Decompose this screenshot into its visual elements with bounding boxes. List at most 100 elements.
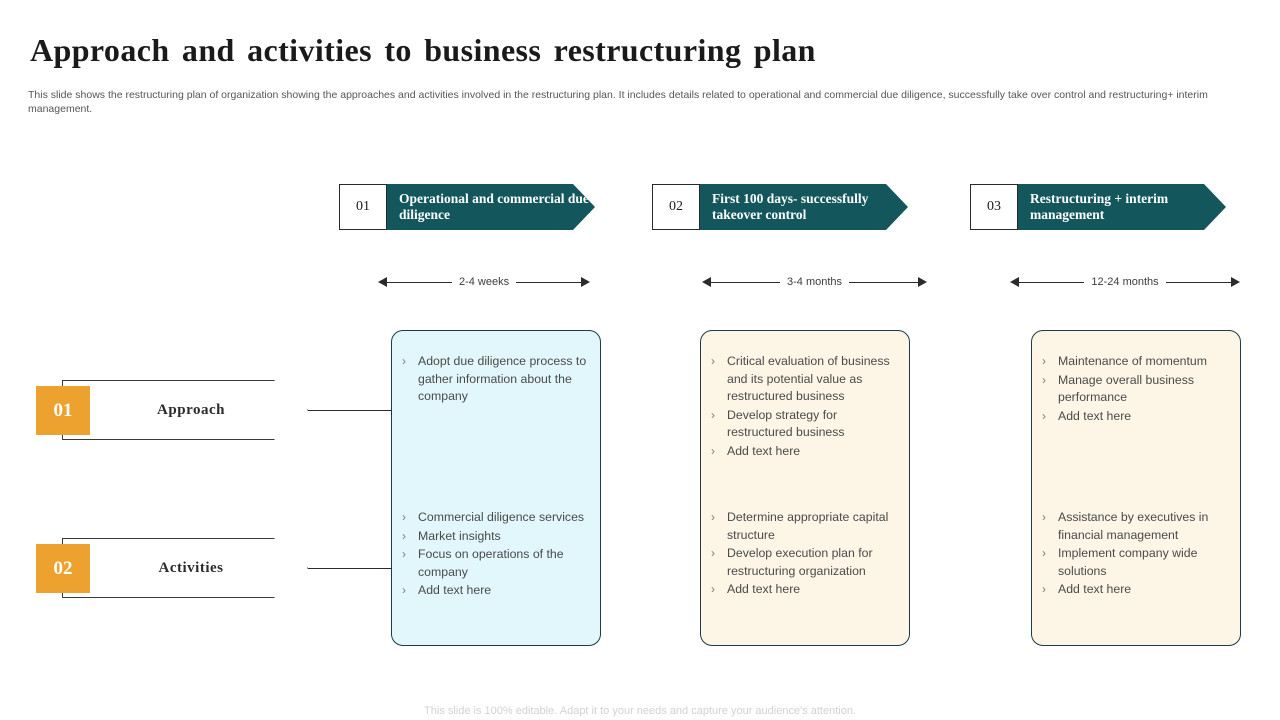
chevron-right-icon: › bbox=[1042, 408, 1046, 423]
list-item-label: Add text here bbox=[1058, 408, 1132, 423]
list-item: › Add text here bbox=[402, 582, 590, 600]
duration-line bbox=[387, 281, 452, 283]
list-item-label: Develop strategy for restructured busine… bbox=[727, 407, 845, 440]
duration-line bbox=[516, 281, 582, 283]
list-item-label: Adopt due diligence process to gather in… bbox=[418, 354, 587, 403]
list-item: › Develop strategy for restructured busi… bbox=[711, 407, 899, 442]
duration-line bbox=[1165, 281, 1232, 283]
chevron-right-icon: › bbox=[711, 443, 715, 458]
chevron-right-icon: › bbox=[402, 354, 406, 368]
list-item-label: Market insights bbox=[418, 528, 501, 543]
footer-note: This slide is 100% editable. Adapt it to… bbox=[424, 705, 856, 717]
slide-description: This slide shows the restructuring plan … bbox=[28, 89, 1208, 115]
list-item-label: Implement company wide solutions bbox=[1058, 546, 1198, 578]
duration-label: 3-4 months bbox=[786, 276, 843, 288]
list-item-label: Add text here bbox=[1058, 582, 1132, 596]
list-item: › Commercial diligence services bbox=[402, 509, 590, 527]
duration-indicator-01: 2-4 weeks bbox=[378, 272, 591, 292]
chevron-right-icon: › bbox=[402, 547, 406, 561]
list-item-label: Commercial diligence services bbox=[418, 510, 585, 524]
approach-list: › Adopt due diligence process to gather … bbox=[402, 353, 590, 406]
phase-number-badge: 03 bbox=[970, 184, 1018, 230]
arrow-left-icon bbox=[702, 277, 711, 287]
list-item-label: Critical evaluation of business and its … bbox=[727, 354, 890, 403]
list-item: › Assistance by executives in financial … bbox=[1042, 509, 1230, 544]
list-item: › Maintenance of momentum bbox=[1042, 353, 1230, 371]
chevron-right-icon: › bbox=[711, 354, 715, 368]
chevron-right-icon: › bbox=[711, 407, 715, 422]
activities-list: › Assistance by executives in financial … bbox=[1042, 509, 1230, 600]
list-item: › Determine appropriate capital structur… bbox=[711, 509, 899, 544]
list-item-label: Add text here bbox=[727, 443, 801, 458]
duration-line bbox=[1019, 281, 1085, 283]
list-item-label: Determine appropriate capital structure bbox=[727, 510, 889, 542]
arrow-left-icon bbox=[378, 277, 387, 287]
list-item: › Implement company wide solutions bbox=[1042, 545, 1230, 580]
connector-line-activities bbox=[308, 568, 392, 569]
row-label-approach[interactable]: Approach 01 bbox=[36, 380, 308, 440]
duration-label: 2-4 weeks bbox=[458, 276, 510, 288]
list-item-label: Assistance by executives in financial ma… bbox=[1058, 510, 1209, 542]
phase-title: First 100 days- successfully takeover co… bbox=[698, 184, 908, 230]
list-item: › Market insights bbox=[402, 528, 590, 546]
chevron-right-icon: › bbox=[1042, 510, 1046, 524]
content-panel-01: › Adopt due diligence process to gather … bbox=[391, 330, 601, 646]
phase-banner-03[interactable]: 03 Restructuring + interim management bbox=[970, 184, 1226, 230]
list-item-label: Develop execution plan for restructuring… bbox=[727, 546, 873, 578]
list-item: › Add text here bbox=[1042, 581, 1230, 599]
chevron-right-icon: › bbox=[1042, 354, 1046, 368]
list-item: › Develop execution plan for restructuri… bbox=[711, 545, 899, 580]
chevron-right-icon: › bbox=[402, 528, 406, 543]
approach-list: › Maintenance of momentum › Manage overa… bbox=[1042, 353, 1230, 425]
list-item: › Manage overall business performance bbox=[1042, 372, 1230, 407]
row-number-badge: 02 bbox=[36, 544, 90, 593]
duration-indicator-02: 3-4 months bbox=[702, 272, 927, 292]
duration-line bbox=[711, 281, 780, 283]
chevron-right-icon: › bbox=[1042, 546, 1046, 560]
arrow-right-icon bbox=[1231, 277, 1241, 287]
chevron-right-icon: › bbox=[402, 583, 406, 597]
row-label-shape: Approach bbox=[62, 380, 308, 440]
list-item-label: Focus on operations of the company bbox=[418, 547, 564, 579]
list-item-label: Manage overall business performance bbox=[1058, 372, 1195, 405]
activities-list: › Determine appropriate capital structur… bbox=[711, 509, 899, 600]
chevron-right-icon: › bbox=[1042, 372, 1046, 387]
phase-banner-01[interactable]: 01 Operational and commercial due dilige… bbox=[339, 184, 595, 230]
arrow-right-icon bbox=[918, 277, 927, 287]
chevron-right-icon: › bbox=[711, 582, 715, 596]
phase-title: Operational and commercial due diligence bbox=[385, 184, 595, 230]
row-label-text: Activities bbox=[158, 559, 224, 576]
arrow-right-icon bbox=[581, 277, 591, 287]
chevron-right-icon: › bbox=[711, 510, 715, 524]
content-panel-03: › Maintenance of momentum › Manage overa… bbox=[1031, 330, 1241, 646]
duration-label: 12-24 months bbox=[1091, 276, 1159, 288]
list-item: › Adopt due diligence process to gather … bbox=[402, 353, 590, 406]
content-panel-02: › Critical evaluation of business and it… bbox=[700, 330, 910, 646]
connector-line-approach bbox=[308, 410, 392, 411]
phase-number-badge: 02 bbox=[652, 184, 700, 230]
phase-title: Restructuring + interim management bbox=[1016, 184, 1226, 230]
list-item-label: Add text here bbox=[418, 583, 492, 597]
list-item-label: Add text here bbox=[727, 582, 801, 596]
phase-number-badge: 01 bbox=[339, 184, 387, 230]
duration-indicator-03: 12-24 months bbox=[1010, 272, 1241, 292]
row-label-text: Approach bbox=[157, 401, 225, 418]
row-label-activities[interactable]: Activities 02 bbox=[36, 538, 308, 598]
page-title: Approach and activities to business rest… bbox=[30, 32, 816, 68]
list-item: › Focus on operations of the company bbox=[402, 546, 590, 581]
chevron-right-icon: › bbox=[402, 510, 406, 524]
approach-list: › Critical evaluation of business and it… bbox=[711, 353, 899, 460]
list-item: › Add text here bbox=[711, 581, 899, 599]
chevron-right-icon: › bbox=[711, 546, 715, 560]
list-item: › Critical evaluation of business and it… bbox=[711, 353, 899, 406]
arrow-left-icon bbox=[1010, 277, 1019, 287]
list-item: › Add text here bbox=[711, 443, 899, 461]
row-label-shape: Activities bbox=[62, 538, 308, 598]
list-item-label: Maintenance of momentum bbox=[1058, 354, 1208, 368]
chevron-right-icon: › bbox=[1042, 582, 1046, 596]
phase-banner-02[interactable]: 02 First 100 days- successfully takeover… bbox=[652, 184, 908, 230]
row-number-badge: 01 bbox=[36, 386, 90, 435]
activities-list: › Commercial diligence services › Market… bbox=[402, 509, 590, 601]
list-item: › Add text here bbox=[1042, 408, 1230, 426]
duration-line bbox=[849, 281, 918, 283]
